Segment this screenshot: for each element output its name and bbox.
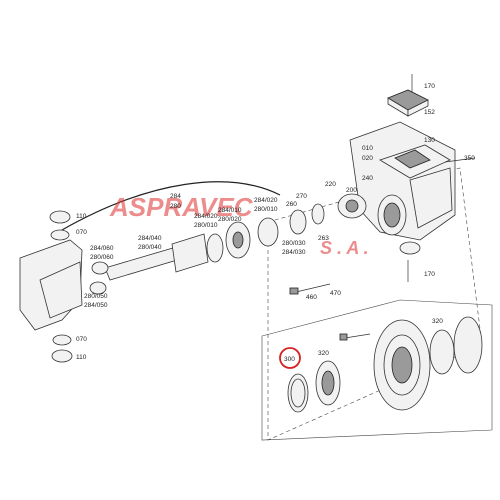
label-170-mid: 170 bbox=[424, 271, 435, 278]
label-280-010-b: 280/010 bbox=[254, 206, 278, 213]
label-200: 200 bbox=[346, 187, 357, 194]
label-220: 220 bbox=[325, 181, 336, 188]
label-350: 350 bbox=[464, 155, 475, 162]
sub-assembly-frame bbox=[261, 299, 493, 441]
label-110-top: 110 bbox=[76, 213, 87, 220]
label-284-030: 284/030 bbox=[282, 249, 306, 256]
hub-assembly bbox=[287, 316, 483, 413]
label-260: 260 bbox=[286, 201, 297, 208]
label-284-a: 284 bbox=[170, 193, 181, 200]
label-284-060: 284/060 bbox=[90, 245, 114, 252]
label-170-top: 170 bbox=[424, 83, 435, 90]
label-070-bottom: 070 bbox=[76, 336, 87, 343]
label-130: 130 bbox=[424, 137, 435, 144]
label-280-020: 280/020 bbox=[218, 216, 242, 223]
label-280-040: 280/040 bbox=[138, 244, 162, 251]
label-284-040: 284/040 bbox=[138, 235, 162, 242]
label-284-020-a: 284/020 bbox=[194, 213, 218, 220]
label-320-left: 320 bbox=[318, 350, 329, 357]
label-470: 470 bbox=[330, 290, 341, 297]
label-270: 270 bbox=[296, 193, 307, 200]
cable-line bbox=[61, 181, 281, 231]
label-460: 460 bbox=[306, 294, 317, 301]
label-280-050: 280/050 bbox=[84, 293, 108, 300]
label-110-bottom: 110 bbox=[76, 354, 87, 361]
label-320-right: 320 bbox=[432, 318, 443, 325]
label-020: 020 bbox=[362, 155, 373, 162]
label-300: 300 bbox=[284, 356, 295, 363]
label-280-060: 280/060 bbox=[90, 254, 114, 261]
steering-knuckle bbox=[19, 210, 109, 363]
label-010: 010 bbox=[362, 145, 373, 152]
label-284-010: 284/010 bbox=[218, 207, 242, 214]
label-280-a: 280 bbox=[170, 203, 181, 210]
housing bbox=[349, 121, 476, 255]
axle-shaft bbox=[104, 193, 367, 281]
highlight-circle bbox=[279, 347, 301, 369]
watermark-line1: ASPRAVEC bbox=[109, 192, 254, 222]
watermark-line2: S . A . bbox=[320, 238, 369, 258]
label-070-top: 070 bbox=[76, 229, 87, 236]
label-280-010-a: 280/010 bbox=[194, 222, 218, 229]
label-280-030: 280/030 bbox=[282, 240, 306, 247]
label-240: 240 bbox=[362, 175, 373, 182]
label-263: 263 bbox=[318, 235, 329, 242]
label-284-050: 284/050 bbox=[84, 302, 108, 309]
label-152: 152 bbox=[424, 109, 435, 116]
bolts bbox=[289, 260, 409, 341]
label-284-020-b: 284/020 bbox=[254, 197, 278, 204]
